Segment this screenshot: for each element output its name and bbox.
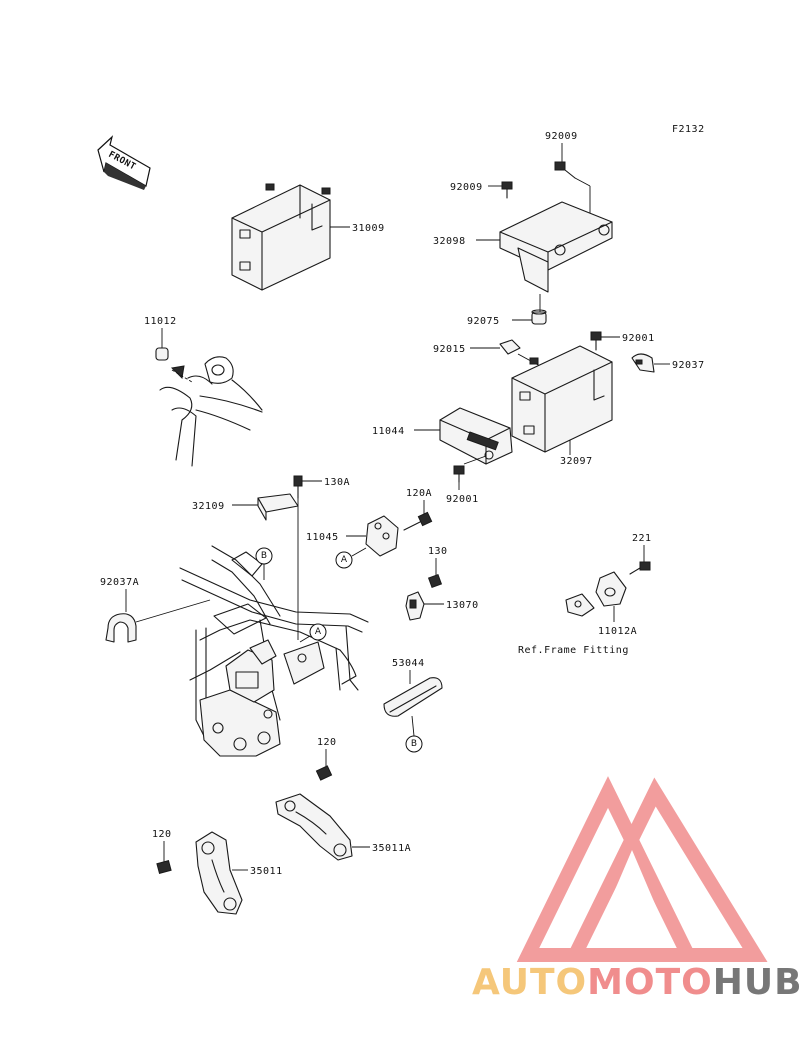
label-92001-lower: 92001 — [446, 494, 479, 505]
bolt-92001-lower — [453, 465, 465, 483]
svg-text:A: A — [341, 555, 348, 565]
bolt-221 — [629, 561, 651, 575]
rubber-11012 — [155, 347, 169, 361]
label-120a: 120A — [406, 488, 432, 499]
tube-53044 — [383, 677, 443, 717]
bracket-35011 — [195, 831, 243, 915]
label-53044: 53044 — [392, 658, 425, 669]
damper-92075 — [531, 309, 547, 325]
label-92075: 92075 — [467, 316, 500, 327]
label-92037a: 92037A — [100, 577, 139, 588]
label-13070: 13070 — [446, 600, 479, 611]
cover-32098 — [499, 201, 613, 293]
label-92009-top: 92009 — [545, 131, 578, 142]
label-35011: 35011 — [250, 866, 283, 877]
bracket-11045 — [365, 515, 399, 557]
label-92015: 92015 — [433, 344, 466, 355]
label-130: 130 — [428, 546, 448, 557]
watermark-text: AUTOMOTOHUB — [472, 962, 800, 1003]
label-221: 221 — [632, 533, 652, 544]
rubber-11012a — [565, 571, 627, 617]
label-32097: 32097 — [560, 456, 593, 467]
clamp-92037 — [631, 353, 655, 373]
label-130a: 130A — [324, 477, 350, 488]
watermark-triangle-right — [563, 777, 768, 962]
watermark-logo — [516, 776, 768, 962]
marker-a-frame — [309, 623, 327, 641]
label-11044: 11044 — [372, 426, 405, 437]
svg-text:B: B — [411, 739, 417, 749]
bolt-120a — [403, 511, 433, 531]
bolt-92001-upper — [590, 331, 602, 351]
label-11012a: 11012A — [598, 626, 637, 637]
bolt-120-middle — [315, 765, 333, 781]
marker-b-tube — [405, 735, 423, 753]
marker-a-11045 — [335, 551, 353, 569]
bracket-35011a — [275, 793, 353, 861]
battery-case-32097 — [511, 345, 613, 453]
label-32109: 32109 — [192, 501, 225, 512]
diagram-code: F2132 — [672, 124, 705, 135]
label-92037: 92037 — [672, 360, 705, 371]
battery-case-31009 — [231, 183, 331, 291]
label-35011a: 35011A — [372, 843, 411, 854]
bolt-130 — [427, 573, 443, 589]
svg-text:B: B — [261, 551, 267, 561]
clamp-92037a — [105, 613, 137, 643]
bolt-130a — [293, 475, 303, 499]
ref-frame-fitting-note: Ref.Frame Fitting — [518, 645, 629, 656]
label-120-left: 120 — [152, 829, 172, 840]
clip-13070 — [405, 591, 425, 621]
label-11045: 11045 — [306, 532, 339, 543]
bolt-120-left — [156, 860, 172, 874]
nut-92015 — [499, 339, 541, 367]
label-31009: 31009 — [352, 223, 385, 234]
frame-detail-sketch — [159, 356, 263, 467]
pad-32109 — [257, 493, 299, 521]
bracket-11044 — [439, 407, 513, 465]
label-120-middle: 120 — [317, 737, 337, 748]
bolt-92009-left — [501, 181, 513, 199]
label-92009-left: 92009 — [450, 182, 483, 193]
label-92001-upper: 92001 — [622, 333, 655, 344]
svg-text:A: A — [315, 627, 322, 637]
main-frame — [179, 545, 369, 757]
front-arrow-icon: FRONT — [97, 135, 151, 190]
label-32098: 32098 — [433, 236, 466, 247]
bolt-92009-top — [554, 161, 576, 179]
label-11012: 11012 — [144, 316, 177, 327]
